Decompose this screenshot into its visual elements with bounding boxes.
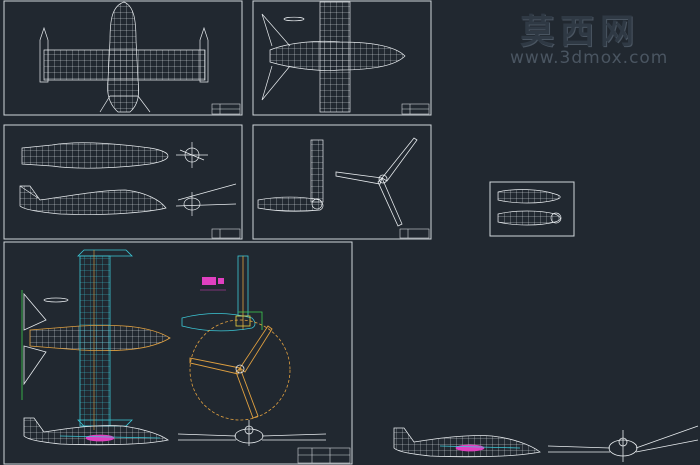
- fuselage-detail-side: [497, 210, 562, 226]
- title-block: [399, 228, 430, 239]
- title-block: [297, 447, 351, 464]
- aircraft-front-small: [176, 142, 208, 168]
- sheet-plan-view[interactable]: [252, 0, 432, 116]
- wing-section-vertical: [310, 139, 324, 203]
- sheet-side-views[interactable]: [3, 124, 243, 240]
- propeller-disk: [189, 319, 291, 421]
- sheet-fuselage-detail[interactable]: [489, 181, 575, 237]
- aircraft-side-loose: [393, 427, 541, 458]
- aircraft-front-view: [175, 183, 237, 216]
- aircraft-top-view: [39, 1, 209, 113]
- magenta-annotation: [200, 277, 226, 291]
- aircraft-side-profile: [19, 185, 167, 215]
- fuselage-side-small: [257, 196, 324, 212]
- aircraft-plan-view: [261, 1, 406, 113]
- aircraft-front-loose: [547, 425, 699, 462]
- sheet-top-view[interactable]: [3, 0, 243, 116]
- sheet-propeller[interactable]: [252, 124, 432, 240]
- wing-spar-detail: [237, 255, 249, 330]
- title-block: [211, 228, 241, 239]
- fuselage-detail-top: [497, 189, 561, 204]
- aircraft-assembly-side: [23, 417, 169, 446]
- aircraft-assembly-top: [23, 249, 171, 430]
- aircraft-assembly-front: [177, 420, 327, 446]
- title-block: [401, 103, 430, 115]
- sheet-assembly[interactable]: [3, 241, 353, 465]
- three-blade-propeller: [335, 137, 418, 227]
- title-block: [211, 103, 241, 115]
- aircraft-fuselage-top: [21, 142, 169, 169]
